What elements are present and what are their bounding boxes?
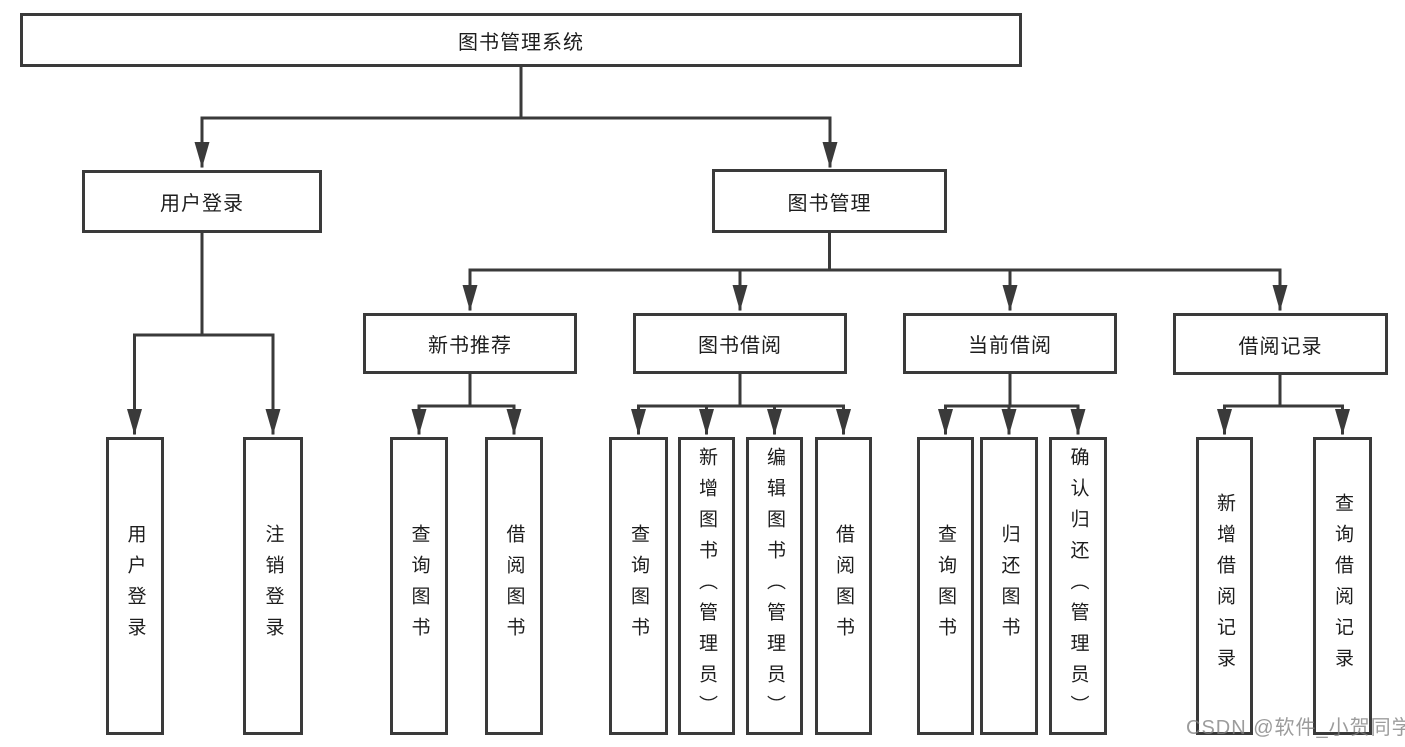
leaf-borrow-book-2: 借阅图书 [815, 437, 872, 735]
leaf-return-book-label: 归还图书 [998, 524, 1020, 648]
node-current-borrow-label: 当前借阅 [968, 335, 1052, 357]
leaf-edit-book-admin: 编辑图书（管理员） [746, 437, 803, 735]
leaf-user-login-label: 用户登录 [124, 524, 146, 648]
leaf-borrow-book-2-label: 借阅图书 [833, 524, 854, 648]
leaf-query-book-2-label: 查询图书 [628, 524, 649, 648]
leaf-confirm-return-admin: 确认归还（管理员） [1049, 437, 1107, 735]
node-user-login: 用户登录 [82, 170, 322, 233]
node-book-borrow: 图书借阅 [633, 313, 847, 374]
node-borrow-records-label: 借阅记录 [1238, 335, 1323, 358]
leaf-add-book-admin-label: 新增图书（管理员） [696, 446, 717, 726]
leaf-edit-book-admin-label: 编辑图书（管理员） [764, 446, 785, 726]
leaf-add-borrow-record: 新增借阅记录 [1196, 437, 1253, 735]
node-book-borrow-label: 图书借阅 [698, 335, 782, 357]
node-root-library-system: 图书管理系统 [20, 13, 1022, 67]
leaf-user-login: 用户登录 [106, 437, 164, 735]
leaf-borrow-book-1: 借阅图书 [485, 437, 543, 735]
csdn-watermark: CSDN @软件_小贺同学 [1186, 717, 1405, 739]
leaf-logout: 注销登录 [243, 437, 303, 735]
leaf-borrow-book-1-label: 借阅图书 [503, 524, 525, 648]
leaf-query-borrow-record: 查询借阅记录 [1313, 437, 1372, 735]
leaf-query-book-1-label: 查询图书 [408, 524, 430, 648]
leaf-query-book-2: 查询图书 [609, 437, 668, 735]
node-user-login-label: 用户登录 [160, 193, 244, 215]
node-new-book-recommend-label: 新书推荐 [428, 335, 512, 357]
leaf-query-book-1: 查询图书 [390, 437, 448, 735]
leaf-query-book-3: 查询图书 [917, 437, 974, 735]
node-root-label: 图书管理系统 [458, 31, 584, 54]
leaf-logout-label: 注销登录 [262, 524, 284, 648]
leaf-add-book-admin: 新增图书（管理员） [678, 437, 735, 735]
leaf-query-borrow-record-label: 查询借阅记录 [1332, 493, 1353, 679]
node-borrow-records: 借阅记录 [1173, 313, 1388, 375]
node-book-management: 图书管理 [712, 169, 947, 233]
leaf-confirm-return-admin-label: 确认归还（管理员） [1067, 446, 1089, 726]
node-book-management-label: 图书管理 [787, 192, 872, 215]
leaf-return-book: 归还图书 [980, 437, 1038, 735]
node-new-book-recommend: 新书推荐 [363, 313, 577, 374]
leaf-add-borrow-record-label: 新增借阅记录 [1214, 493, 1235, 679]
node-current-borrow: 当前借阅 [903, 313, 1117, 374]
leaf-query-book-3-label: 查询图书 [935, 524, 956, 648]
